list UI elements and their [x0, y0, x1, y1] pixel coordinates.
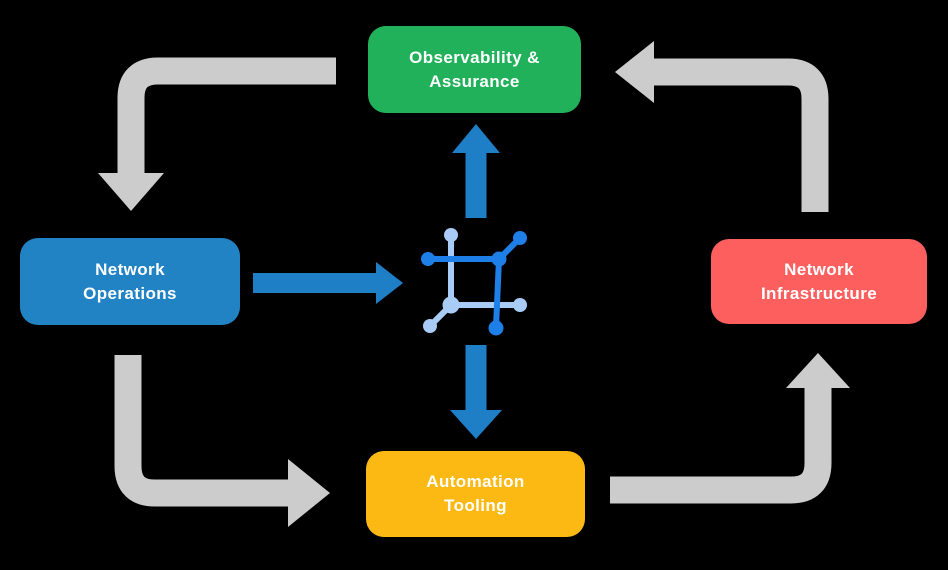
arrow-shaft [610, 388, 832, 504]
arrow-head-up [452, 124, 500, 153]
network-automation-icon [421, 228, 527, 336]
icon-light-lines [423, 228, 527, 333]
arrow-head-left [615, 41, 654, 103]
node-observability-label: Observability & Assurance [409, 47, 540, 91]
hub-arrow-center-to-automation [450, 345, 502, 439]
cycle-arrow-infrastructure-to-observability [615, 41, 829, 212]
node-automation-tooling: Automation Tooling [366, 451, 585, 537]
hub-arrow-operations-to-center [253, 262, 403, 304]
node-observability-assurance: Observability & Assurance [368, 26, 581, 113]
hub-arrow-center-to-observability [452, 124, 500, 218]
node-automation-label: Automation Tooling [426, 472, 525, 515]
arrow-shaft [117, 57, 336, 173]
node-network-infrastructure: Network Infrastructure [711, 239, 927, 324]
arrow-shaft [654, 58, 829, 212]
node-operations-label: Network Operations [83, 259, 177, 303]
node-network-operations: Network Operations [20, 238, 240, 325]
arrow-head-right [376, 262, 403, 304]
cycle-arrow-automation-to-infrastructure [610, 353, 850, 504]
cycle-arrow-observability-to-operations [98, 57, 336, 211]
arrow-shaft [114, 355, 288, 507]
arrow-head-down [98, 173, 164, 211]
icon-dark-lines [421, 231, 527, 336]
arrow-head-up [786, 353, 850, 388]
cycle-arrow-operations-to-automation [114, 355, 330, 527]
arrow-head-right [288, 459, 330, 527]
node-infrastructure-label: Network Infrastructure [760, 259, 878, 303]
arrow-head-down [450, 410, 502, 439]
